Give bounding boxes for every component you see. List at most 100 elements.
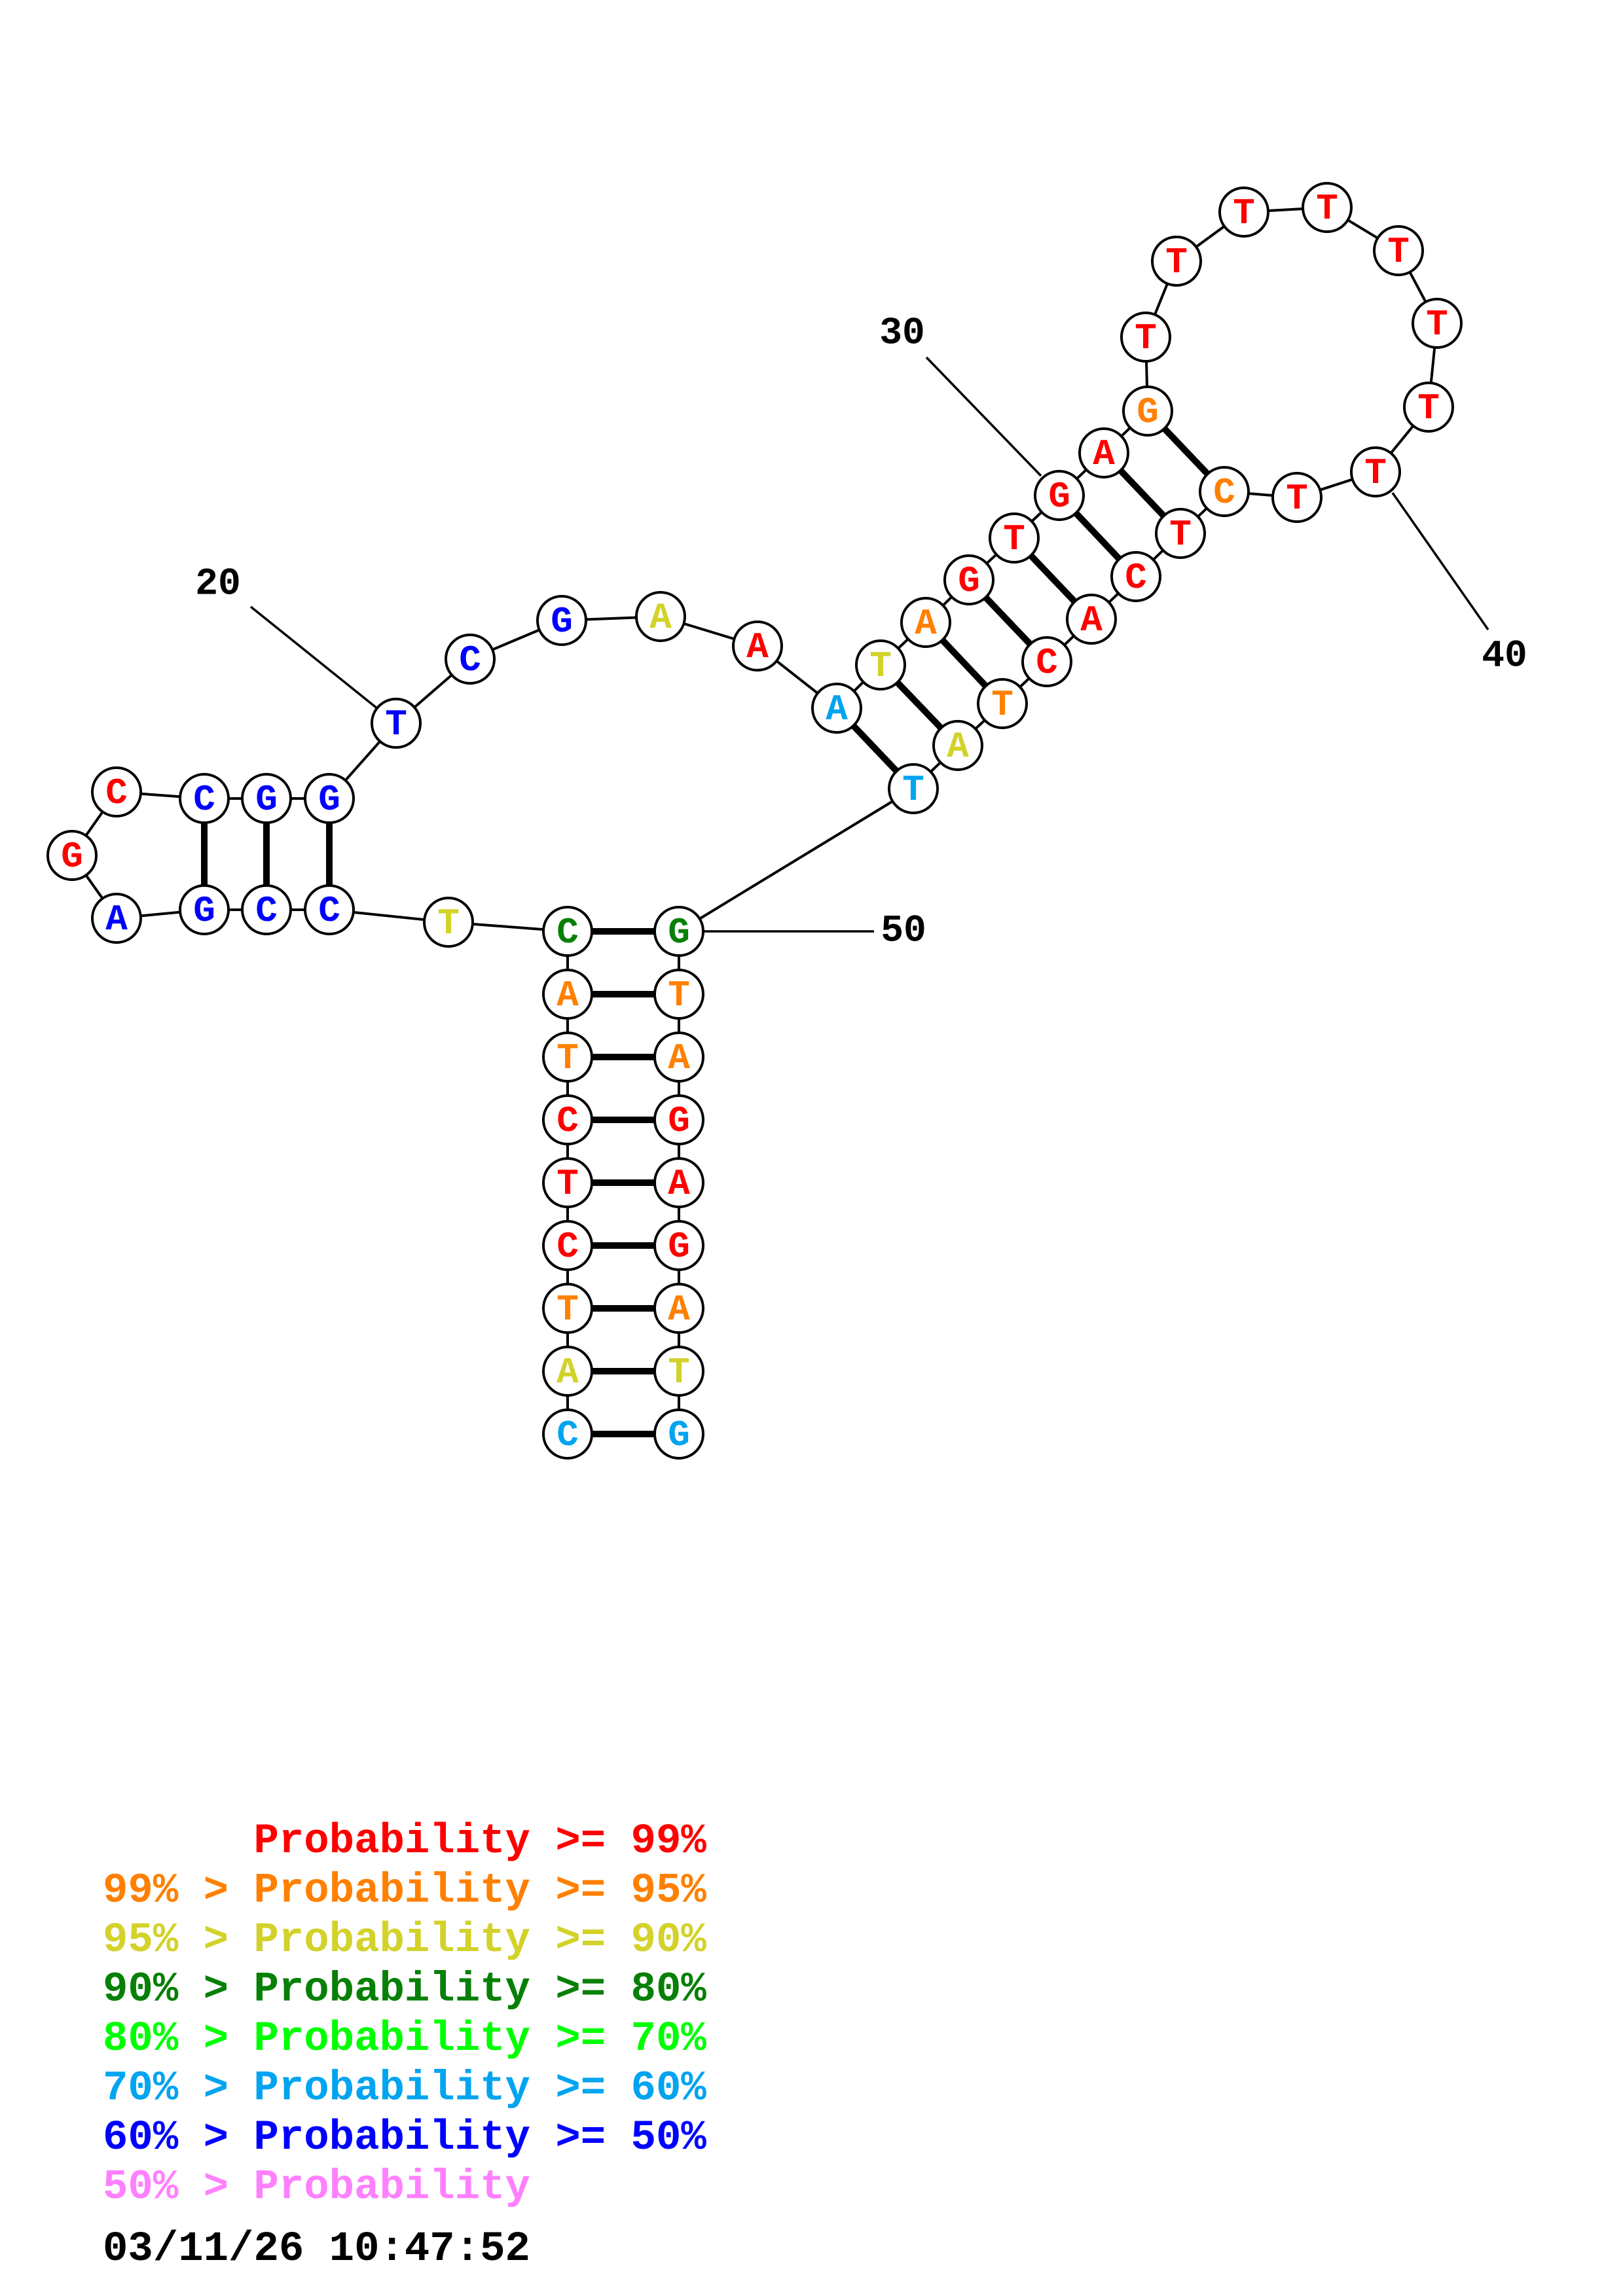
nucleotide-letter: T — [668, 1352, 690, 1393]
nucleotide-letter: A — [105, 899, 128, 941]
nucleotide-letter: G — [668, 1100, 690, 1142]
legend-entry: Probability >= 99% — [103, 1818, 706, 1865]
nucleotide-letter: T — [556, 1289, 579, 1331]
nucleotide-circle — [1350, 446, 1401, 497]
nucleotide-circle — [542, 1283, 593, 1334]
nucleotide-letter: G — [551, 601, 573, 643]
nucleotide-circle — [179, 773, 230, 824]
nucleotide-letter: T — [437, 903, 460, 944]
nucleotide-letter: C — [318, 890, 340, 932]
nucleotide-circle — [732, 620, 783, 672]
nucleotide-circle — [653, 1220, 704, 1271]
nucleotide: T — [423, 897, 474, 948]
backbone-segment — [472, 922, 544, 931]
nucleotide-circle — [1302, 182, 1353, 233]
backbone-segment — [1197, 507, 1208, 518]
nucleotide-letter: C — [1036, 642, 1058, 684]
nucleotide-circle — [653, 1031, 704, 1083]
backbone-segment — [775, 660, 819, 694]
nucleotide: C — [1199, 466, 1250, 517]
nucleotide-circle — [888, 763, 939, 814]
nucleotide-letter: A — [649, 597, 672, 639]
nucleotide-circle — [304, 884, 355, 935]
nucleotide-circle — [542, 1408, 593, 1460]
nucleotide-circle — [1078, 427, 1129, 478]
nucleotide: T — [888, 763, 939, 814]
nucleotide-circle — [241, 884, 292, 935]
backbone-segment — [1030, 511, 1043, 523]
nucleotide: C — [91, 766, 142, 817]
nucleotide-circle — [653, 1408, 704, 1460]
nucleotide: C — [179, 773, 230, 824]
nucleotide-letter: A — [668, 1037, 690, 1079]
base-pair-bonds — [201, 426, 1211, 1437]
nucleotide: T — [653, 969, 704, 1020]
nucleotide: T — [653, 1346, 704, 1397]
nucleotide-circle — [1155, 508, 1206, 559]
nucleotide-circle — [653, 906, 704, 957]
nucleotide: C — [1110, 551, 1161, 602]
probability-legend: Probability >= 99%99% > Probability >= 9… — [103, 1818, 706, 2212]
backbone-segment — [852, 681, 865, 692]
nucleotide-letter: C — [105, 772, 128, 814]
backbone-segment — [140, 910, 181, 918]
nucleotide: T — [989, 512, 1040, 564]
nucleotide-letter: G — [1137, 391, 1159, 433]
nucleotide-letter: T — [1426, 304, 1448, 346]
backbone-segment — [1408, 271, 1427, 303]
nucleotide: G — [943, 554, 994, 605]
nucleotide-circle — [1403, 382, 1454, 433]
legend-entry: 95% > Probability >= 90% — [103, 1917, 706, 1964]
nucleotide-letter: A — [826, 689, 848, 730]
legend-entry: 90% > Probability >= 80% — [103, 1967, 706, 2014]
nucleotide-circle — [1110, 551, 1161, 602]
position-label: 20 — [195, 564, 241, 606]
nucleotide: T — [1218, 187, 1269, 238]
legend-entry: 99% > Probability >= 95% — [103, 1868, 706, 1915]
nucleotide-letter: T — [1286, 478, 1308, 520]
nucleotide-circle — [653, 1157, 704, 1208]
backbone-segment — [974, 719, 986, 730]
position-marker-lines — [249, 356, 1489, 933]
nucleotide-circle — [91, 766, 142, 817]
nucleotide-circle — [542, 1220, 593, 1271]
nucleotide: T — [1302, 182, 1353, 233]
nucleotide: A — [653, 1031, 704, 1083]
nucleotide-letter: A — [1093, 433, 1115, 475]
backbone-segment — [1154, 283, 1169, 315]
nucleotide: G — [46, 830, 98, 881]
backbone-segment — [344, 740, 381, 781]
nucleotide-letter: C — [556, 1100, 579, 1142]
backbone-segment — [985, 553, 998, 565]
position-marker-line — [925, 356, 1042, 477]
nucleotide-letter: G — [668, 1226, 690, 1268]
nucleotide-circle — [423, 897, 474, 948]
nucleotide: T — [542, 1031, 593, 1083]
nucleotide-circle — [653, 1346, 704, 1397]
nucleotide-circle — [1021, 636, 1072, 687]
nucleotide-letter: A — [947, 726, 969, 768]
nucleotide-letter: T — [556, 1163, 579, 1205]
nucleotide-circle — [1373, 225, 1424, 276]
nucleotide-letter: G — [1048, 476, 1070, 518]
nucleotide: C — [1021, 636, 1072, 687]
nucleotide-letter: C — [459, 639, 481, 681]
nucleotide-letter: T — [1387, 231, 1410, 273]
nucleotide: C — [241, 884, 292, 935]
nucleotide: T — [1403, 382, 1454, 433]
backbone — [84, 207, 1436, 1410]
nucleotide-circle — [542, 1157, 593, 1208]
nucleotide: T — [1350, 446, 1401, 497]
nucleotide-letter: T — [902, 769, 924, 811]
nucleotide-circle — [46, 830, 98, 881]
nucleotide-letter: A — [556, 975, 579, 1016]
nucleotide-circle — [653, 1094, 704, 1145]
nucleotide-letter: A — [668, 1163, 690, 1205]
base-pair-bond — [1073, 511, 1122, 562]
backbone-segment — [930, 761, 941, 773]
nucleotide-letter: T — [991, 684, 1013, 726]
nucleotide: A — [900, 597, 951, 648]
nucleotide-letter: A — [915, 603, 937, 645]
nucleotide: G — [653, 1094, 704, 1145]
